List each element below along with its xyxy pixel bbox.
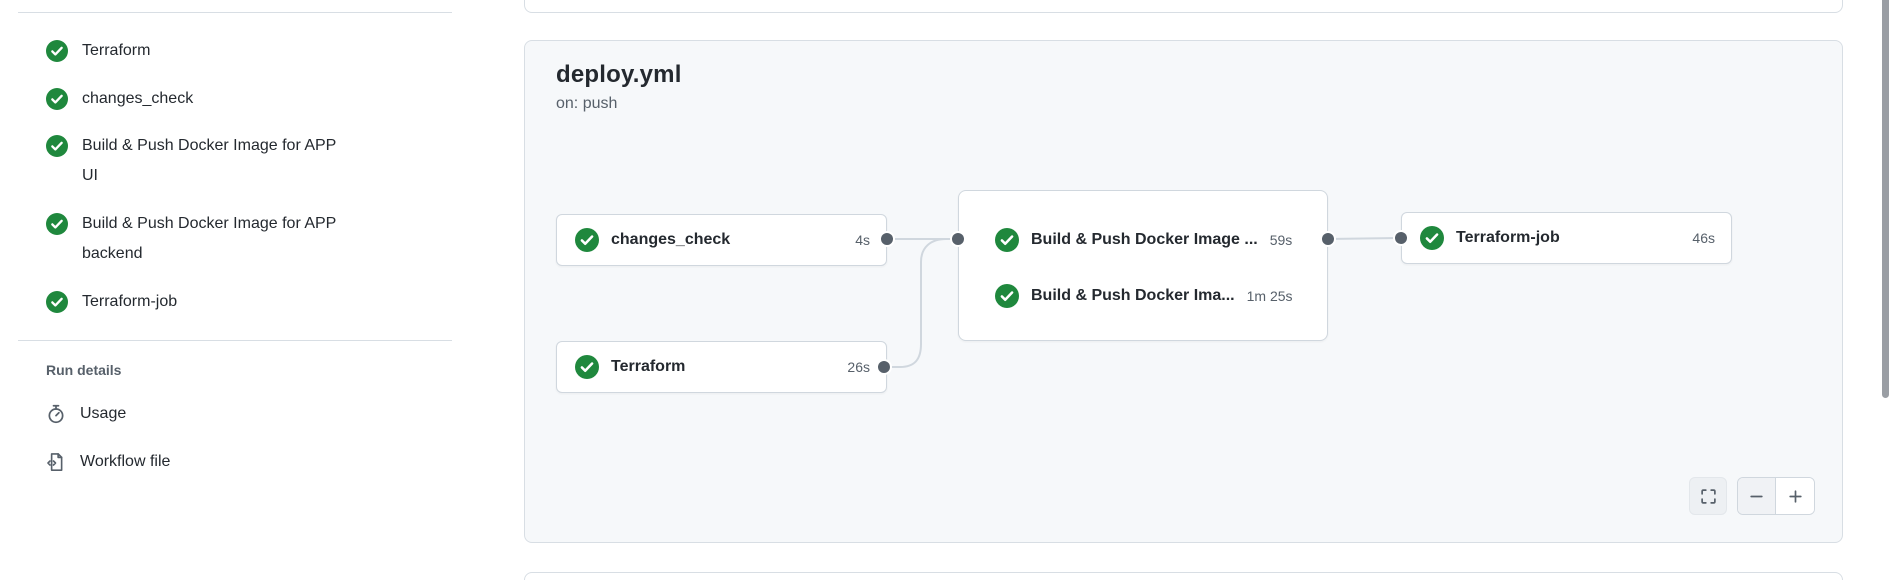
edge-junction-dot <box>1322 233 1334 245</box>
zoom-out-button[interactable] <box>1738 478 1777 514</box>
zoom-in-button[interactable] <box>1776 478 1814 514</box>
screen-full-icon <box>1700 488 1716 504</box>
check-circle-icon <box>575 355 599 379</box>
zoom-control-group <box>1737 477 1815 515</box>
graph-node-build-backend[interactable]: Build & Push Docker Ima... 1m 25s <box>995 279 1327 313</box>
node-label: Build & Push Docker Image ... <box>1031 231 1258 248</box>
sidebar-item-terraform[interactable]: Terraform <box>46 36 150 67</box>
sidebar-section-divider <box>18 340 452 341</box>
check-circle-icon <box>995 284 1019 308</box>
node-duration: 1m 25s <box>1246 288 1293 304</box>
check-circle-icon <box>995 228 1019 252</box>
node-duration: 4s <box>855 232 870 248</box>
graph-node-terraform[interactable]: Terraform 26s <box>556 341 887 393</box>
check-circle-icon <box>46 135 68 162</box>
previous-card-edge <box>524 0 1843 13</box>
file-code-icon <box>47 453 63 471</box>
edge-junction-dot <box>1395 232 1407 244</box>
plus-icon <box>1788 489 1802 503</box>
sidebar-item-build-app-backend[interactable]: Build & Push Docker Image for APP backen… <box>46 209 342 269</box>
sidebar-item-label: Build & Push Docker Image for APP UI <box>82 137 337 184</box>
check-circle-icon <box>46 88 68 115</box>
sidebar-item-label: Terraform <box>82 42 151 59</box>
sidebar-item-changes-check[interactable]: changes_check <box>46 84 193 115</box>
graph-node-terraform-job[interactable]: Terraform-job 46s <box>1401 212 1732 264</box>
check-circle-icon <box>1420 226 1444 250</box>
next-card-edge <box>524 572 1843 580</box>
workflow-graph-card <box>524 40 1843 543</box>
edge-junction-dot <box>878 361 890 373</box>
node-label: Terraform-job <box>1456 229 1560 246</box>
node-label: Terraform <box>611 358 686 375</box>
sidebar-top-divider <box>18 12 452 13</box>
sidebar-item-usage[interactable]: Usage <box>46 404 126 424</box>
sidebar-item-build-app-ui[interactable]: Build & Push Docker Image for APP UI <box>46 131 342 191</box>
workflow-title: deploy.yml <box>556 61 682 88</box>
sidebar-item-workflow-file[interactable]: Workflow file <box>46 452 170 472</box>
workflow-trigger: on: push <box>556 95 618 112</box>
edge-junction-dot <box>952 233 964 245</box>
graph-node-build-ui[interactable]: Build & Push Docker Image ... 59s <box>995 223 1327 257</box>
sidebar-link-label: Usage <box>80 405 127 422</box>
graph-node-changes-check[interactable]: changes_check 4s <box>556 214 887 266</box>
scrollbar-thumb[interactable] <box>1882 0 1889 398</box>
sidebar-item-label: Terraform-job <box>82 293 178 310</box>
check-circle-icon <box>46 40 68 67</box>
run-details-heading: Run details <box>46 362 122 378</box>
node-label: Build & Push Docker Ima... <box>1031 287 1235 304</box>
node-duration: 46s <box>1692 230 1715 246</box>
node-label: changes_check <box>611 231 731 248</box>
check-circle-icon <box>46 291 68 318</box>
sidebar-item-label: changes_check <box>82 90 194 107</box>
sidebar-link-label: Workflow file <box>80 453 171 470</box>
graph-node-group-build: Build & Push Docker Image ... 59s Build … <box>958 190 1328 341</box>
node-duration: 26s <box>847 359 870 375</box>
sidebar-item-terraform-job[interactable]: Terraform-job <box>46 287 177 318</box>
check-circle-icon <box>46 213 68 240</box>
minus-icon <box>1750 495 1763 497</box>
node-duration: 59s <box>1269 232 1293 248</box>
check-circle-icon <box>575 228 599 252</box>
fullscreen-button[interactable] <box>1689 477 1727 515</box>
edge-junction-dot <box>881 233 893 245</box>
workflow-card-header: deploy.yml on: push <box>556 61 682 113</box>
sidebar-item-label: Build & Push Docker Image for APP backen… <box>82 215 337 262</box>
stopwatch-icon <box>48 404 64 424</box>
